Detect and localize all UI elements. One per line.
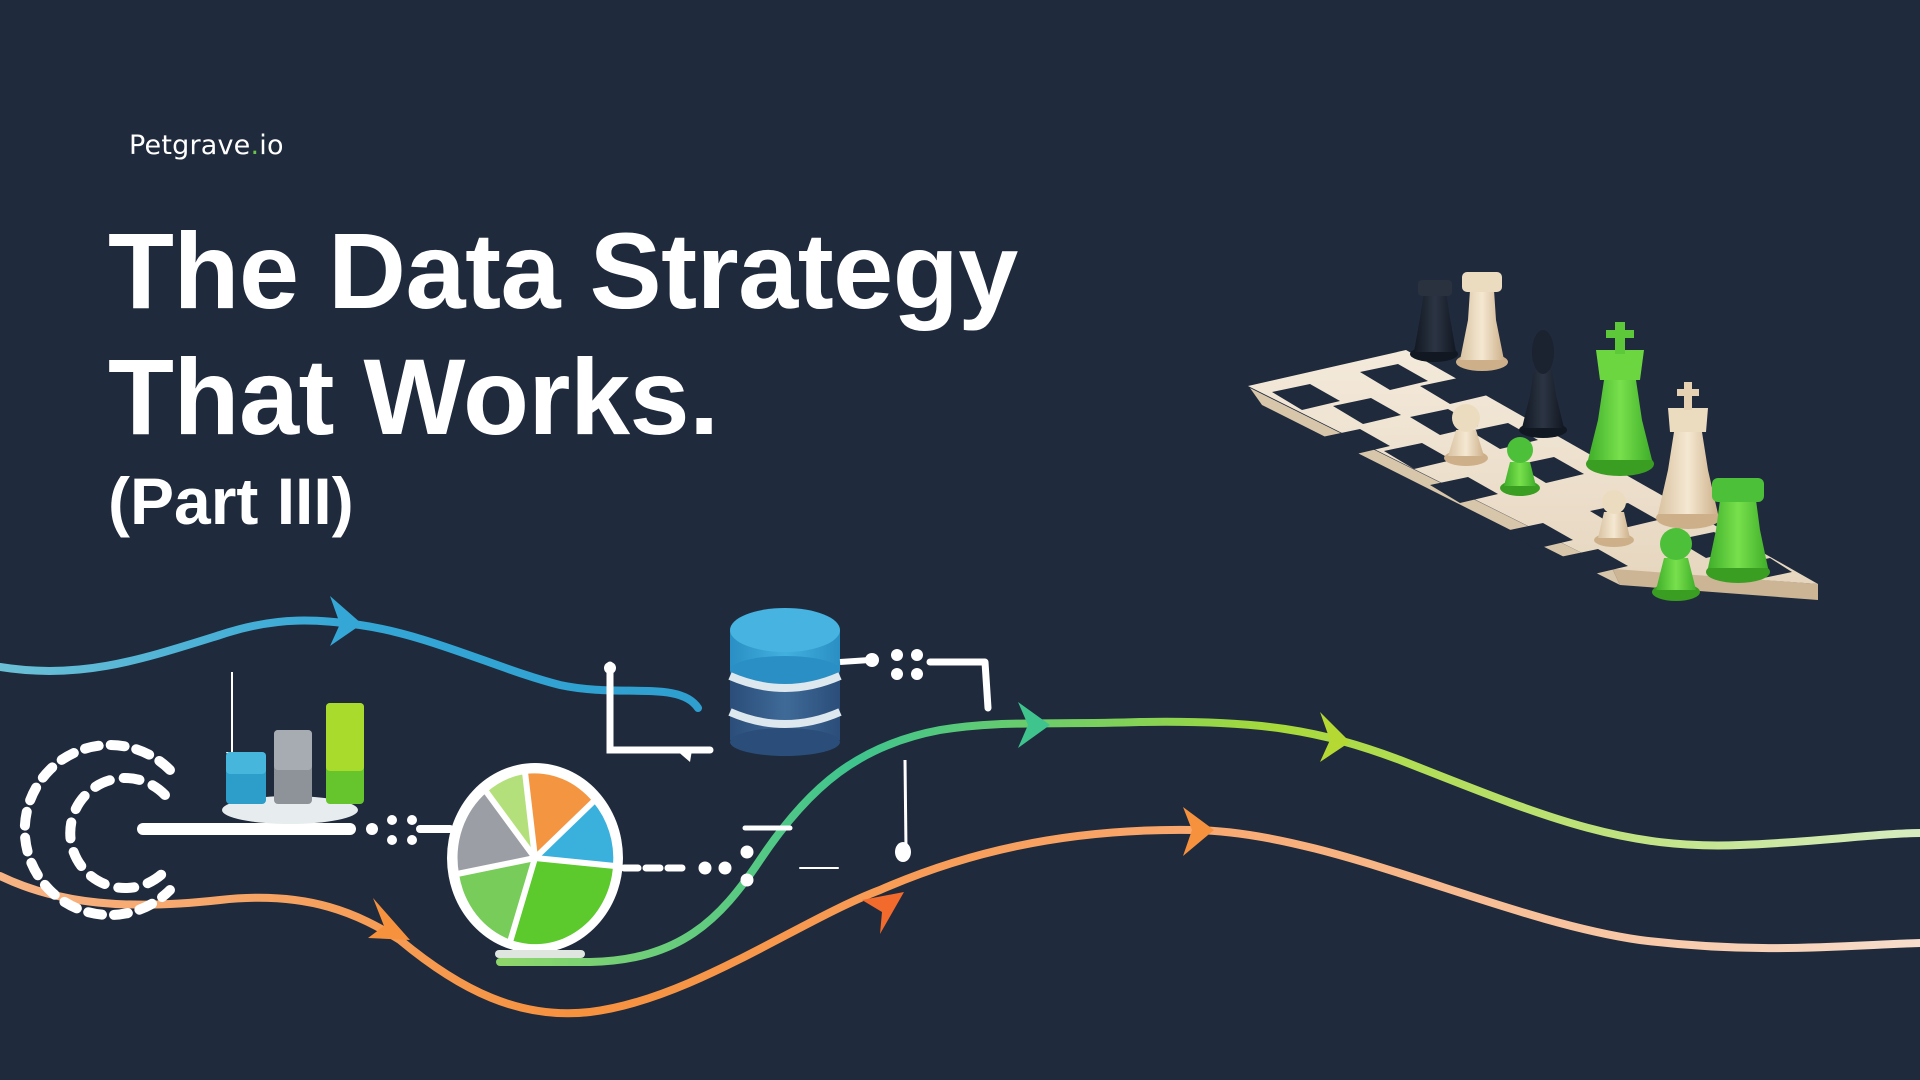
- brand-tld: io: [259, 130, 284, 161]
- green-flow-line: [496, 702, 1920, 966]
- black-bishop: [1519, 330, 1567, 438]
- chessboard-with-pieces: [1248, 272, 1818, 601]
- arrow-icon: [368, 898, 410, 940]
- green-pawn: [1652, 528, 1700, 601]
- arrow-icon: [1018, 702, 1050, 748]
- cream-rook: [1456, 272, 1508, 371]
- green-rook: [1706, 478, 1770, 583]
- arrow-icon: [330, 596, 362, 646]
- database-icon: [604, 608, 992, 862]
- arrow-icon: [862, 892, 904, 934]
- page-title: The Data Strategy That Works.: [108, 208, 1018, 460]
- pie-chart-icon: [447, 763, 623, 958]
- brand-dot: .: [250, 130, 260, 161]
- title-line-2: That Works.: [108, 336, 719, 457]
- title-line-1: The Data Strategy: [108, 210, 1018, 331]
- black-rook: [1410, 280, 1458, 362]
- page-subtitle: (Part III): [108, 464, 354, 538]
- cream-pawn: [1444, 404, 1488, 466]
- brand-name: Petgrave: [129, 130, 251, 161]
- green-pawn: [1500, 437, 1540, 496]
- arrow-icon: [1320, 712, 1350, 762]
- orange-flow-line: [0, 807, 1920, 1018]
- blue-flow-line: [0, 596, 702, 712]
- dashed-circle-connector: [19, 740, 454, 920]
- cream-pawn: [1594, 490, 1634, 547]
- bar-chart-icon: [222, 672, 364, 824]
- cream-king: [1656, 382, 1720, 529]
- pie-connector: [620, 825, 839, 887]
- brand-logo[interactable]: Petgrave.io: [129, 130, 284, 161]
- arrow-icon: [1183, 807, 1214, 856]
- green-king: [1586, 322, 1654, 476]
